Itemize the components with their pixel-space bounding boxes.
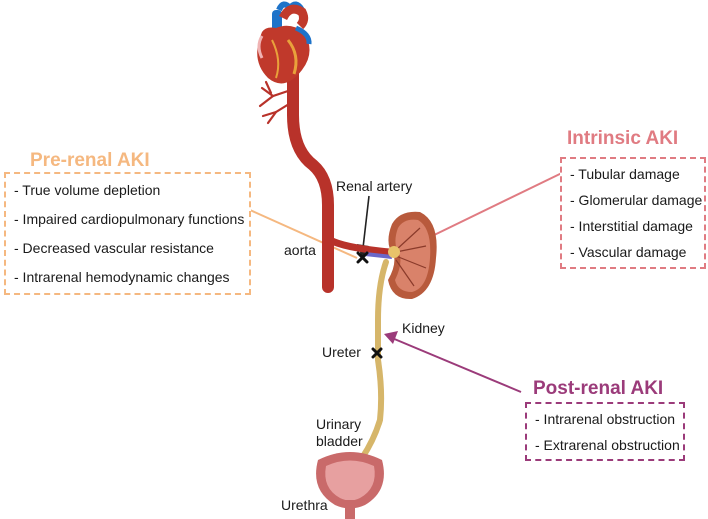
renal-vein	[364, 252, 393, 259]
intrinsic-item: - Interstitial damage	[570, 218, 693, 234]
kidney-label: Kidney	[402, 320, 445, 336]
obstruction-x-icon	[356, 251, 383, 359]
renal-artery-pointer	[362, 195, 370, 249]
urethra-label: Urethra	[281, 497, 328, 513]
intrinsic-title: Intrinsic AKI	[567, 128, 679, 149]
prerenal-item: - Decreased vascular resistance	[14, 240, 214, 256]
intrinsic-item: - Tubular damage	[570, 166, 680, 182]
postrenal-arrowhead	[384, 331, 398, 344]
kidney-icon	[388, 211, 437, 300]
heart-icon	[257, 1, 312, 84]
postrenal-connector	[391, 337, 522, 393]
urinary-bladder-label: Urinary bladder	[316, 416, 363, 449]
intrinsic-box: - Tubular damage - Glomerular damage - I…	[560, 157, 706, 269]
prerenal-connector	[249, 209, 358, 259]
postrenal-title: Post-renal AKI	[533, 378, 664, 399]
intrinsic-item: - Glomerular damage	[570, 192, 703, 208]
intrinsic-connector	[427, 170, 567, 239]
postrenal-item: - Extrarenal obstruction	[535, 437, 680, 453]
postrenal-box: - Intrarenal obstruction - Extrarenal ob…	[525, 402, 685, 461]
prerenal-item: - Impaired cardiopulmonary functions	[14, 211, 245, 227]
ureter	[359, 259, 389, 461]
prerenal-item: - True volume depletion	[14, 182, 161, 198]
renal-artery-label: Renal artery	[336, 178, 413, 194]
prerenal-box: - True volume depletion - Impaired cardi…	[4, 172, 251, 295]
bladder-icon	[316, 452, 384, 519]
prerenal-item: - Intrarenal hemodynamic changes	[14, 269, 230, 285]
renal-artery	[326, 236, 394, 256]
artery-branches	[258, 80, 293, 125]
postrenal-item: - Intrarenal obstruction	[535, 411, 676, 427]
ureter-label: Ureter	[322, 344, 361, 360]
intrinsic-item: - Vascular damage	[570, 244, 687, 260]
prerenal-title: Pre-renal AKI	[30, 150, 150, 171]
aorta	[287, 54, 334, 293]
aorta-label: aorta	[284, 242, 316, 258]
